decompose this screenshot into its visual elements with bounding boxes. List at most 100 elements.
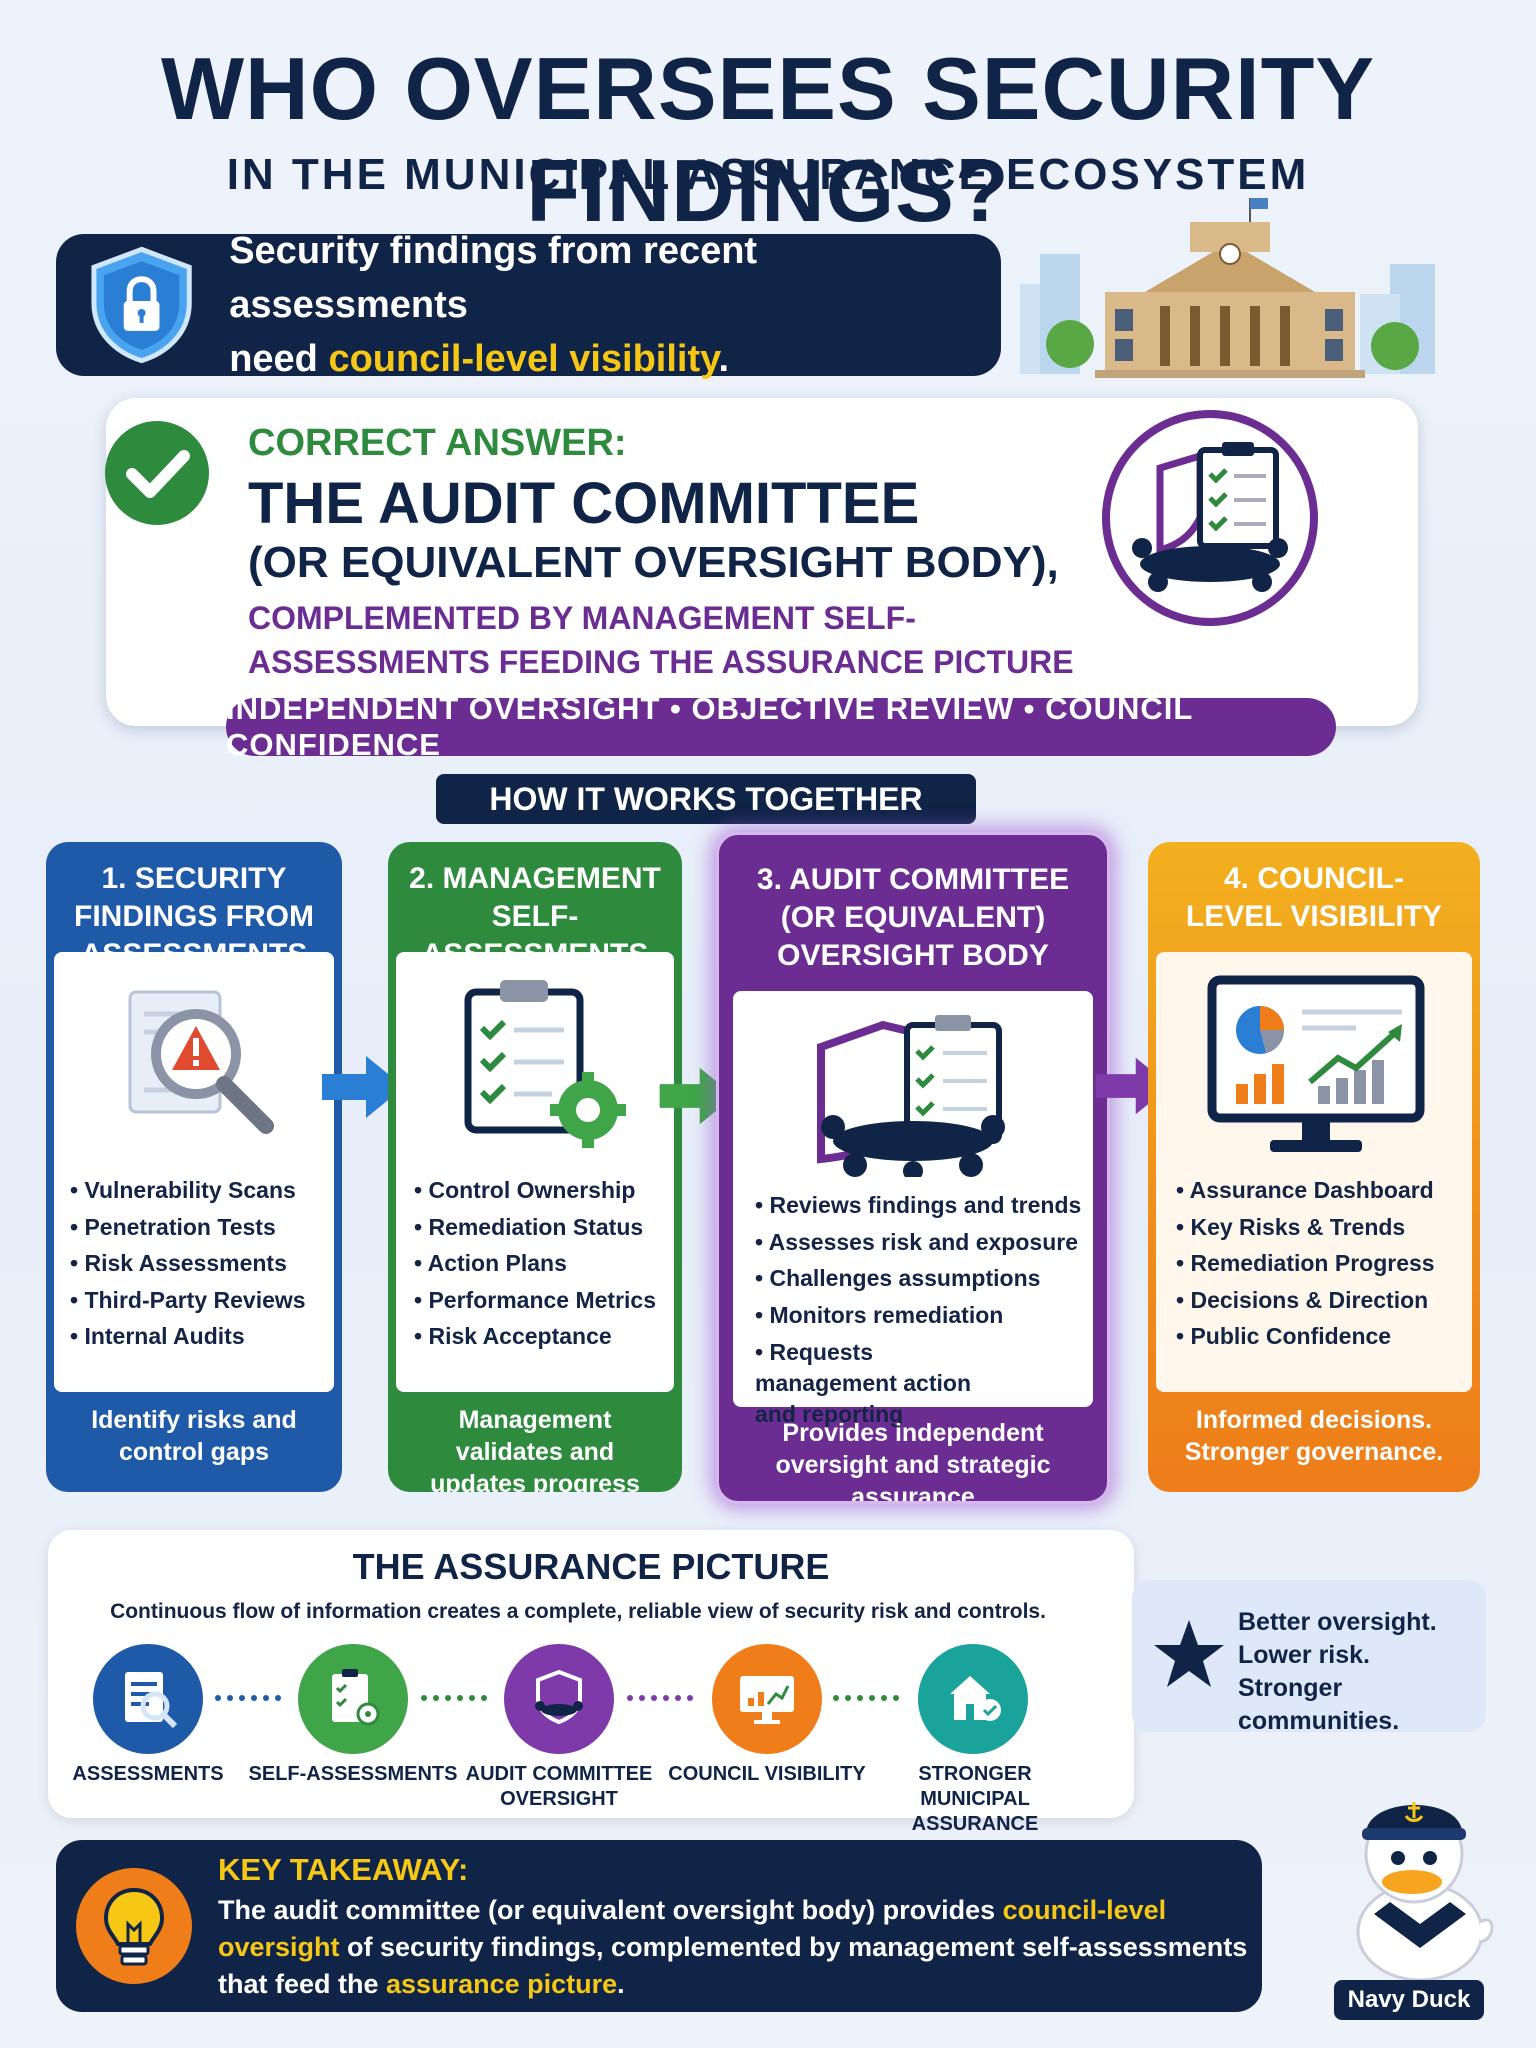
banner-line-1: Security findings from recent assessment… (229, 230, 758, 326)
clipboard-gear-icon (464, 980, 626, 1148)
dotted-connector (833, 1695, 899, 1701)
city-hall-icon (1020, 198, 1435, 378)
dotted-connector (627, 1695, 693, 1701)
card-footer: Provides independent oversight and strat… (775, 1419, 1051, 1504)
step-label: AUDIT COMMITTEE OVERSIGHT (465, 1763, 653, 1810)
takeaway-text: The audit committee (or equivalent overs… (218, 1892, 1248, 2003)
answer-complement: COMPLEMENTED BY MANAGEMENT SELF-ASSESSME… (248, 600, 1074, 680)
list-item: Risk Acceptance (414, 1318, 656, 1355)
list-item: Vulnerability Scans (70, 1172, 306, 1209)
committee-meeting-icon (817, 1015, 1005, 1177)
takeaway-h2: assurance picture (386, 1969, 618, 1999)
banner-line-2: need council-level visibility. (229, 332, 1001, 386)
list-item: Performance Metrics (414, 1282, 656, 1319)
card-council-visibility: 4. COUNCIL-LEVEL VISIBILITY Assurance Da… (1148, 842, 1480, 1492)
takeaway-t1: The audit committee (or equivalent overs… (218, 1895, 1003, 1925)
self-assessment-icon (298, 1644, 408, 1754)
assurance-subtitle: Continuous flow of information creates a… (110, 1600, 1046, 1623)
page-subtitle: IN THE MUNICIPAL ASSURANCE ECOSYSTEM (226, 150, 1310, 199)
benefits-text: Better oversight. Lower risk. Stronger c… (1238, 1606, 1486, 1738)
dotted-connector (215, 1695, 281, 1701)
shield-lock-icon (91, 246, 192, 364)
star-icon (1154, 1620, 1224, 1687)
list-item: Assesses risk and exposure (755, 1224, 1081, 1261)
card-list: Vulnerability Scans Penetration Tests Ri… (70, 1172, 306, 1355)
list-item: Challenges assumptions (755, 1260, 1081, 1297)
answer-main: THE AUDIT COMMITTEE (248, 471, 920, 536)
list-item: Action Plans (414, 1245, 656, 1282)
banner-suffix: . (718, 338, 729, 380)
dotted-connector (421, 1695, 487, 1701)
list-item: Monitors remediation (755, 1297, 1081, 1334)
intro-banner: Security findings from recent assessment… (56, 230, 1001, 380)
card-list: Control Ownership Remediation Status Act… (414, 1172, 656, 1355)
card-title: 2. MANAGEMENT SELF-ASSESSMENTS (409, 862, 661, 971)
list-item: Risk Assessments (70, 1245, 306, 1282)
takeaway-t3: . (617, 1969, 625, 1999)
card-body: Assurance Dashboard Key Risks & Trends R… (1156, 952, 1472, 1392)
correct-answer-panel: CORRECT ANSWER: THE AUDIT COMMITTEE (OR … (105, 398, 1418, 726)
audit-committee-icon (504, 1644, 614, 1754)
how-it-works-header: HOW IT WORKS TOGETHER (436, 774, 976, 824)
lightbulb-icon (76, 1868, 192, 1984)
arrow-right-icon (322, 1056, 404, 1118)
card-footer: Management validates and updates progres… (430, 1406, 640, 1492)
list-item: Third-Party Reviews (70, 1282, 305, 1319)
assurance-picture-panel: THE ASSURANCE PICTURE Continuous flow of… (48, 1530, 1134, 1835)
banner-prefix: need (229, 338, 329, 380)
step-label: STRONGER MUNICIPAL ASSURANCE (911, 1763, 1039, 1835)
list-item: Internal Audits (70, 1318, 306, 1355)
answer-label: CORRECT ANSWER: (248, 422, 627, 464)
card-title: 4. COUNCIL-LEVEL VISIBILITY (1185, 862, 1443, 933)
benefit-line: Lower risk. (1238, 1641, 1370, 1669)
oversight-pill: INDEPENDENT OVERSIGHT • OBJECTIVE REVIEW… (226, 691, 1336, 762)
navy-duck-mascot-icon (1356, 1802, 1494, 1982)
mascot-label: Navy Duck (1334, 1980, 1484, 2020)
list-item: Penetration Tests (70, 1209, 306, 1246)
step-label: COUNCIL VISIBILITY (668, 1763, 866, 1785)
takeaway-label: KEY TAKEAWAY: (218, 1852, 469, 1887)
council-dashboard-icon (712, 1644, 822, 1754)
takeaway-t2: of security findings, complemented by ma… (218, 1932, 1248, 1999)
assurance-title: THE ASSURANCE PICTURE (352, 1546, 830, 1587)
takeaway-h1: council-level oversight (218, 1895, 1167, 1962)
benefits-panel: Better oversight. Lower risk. Stronger c… (1132, 1580, 1486, 1735)
card-body: Reviews findings and trends Assesses ris… (733, 991, 1093, 1427)
card-security-findings: 1. SECURITY FINDINGS FROM ASSESSMENTS Vu… (46, 842, 342, 1492)
check-icon (105, 421, 209, 525)
key-takeaway-panel: KEY TAKEAWAY: The audit committee (or eq… (56, 1840, 1262, 2012)
step-label: ASSESSMENTS (72, 1763, 224, 1785)
list-item: Reviews findings and trends (755, 1187, 1081, 1224)
answer-sub: (OR EQUIVALENT OVERSIGHT BODY), (248, 538, 1059, 587)
card-management-self-assessments: 2. MANAGEMENT SELF-ASSESSMENTS Control O… (388, 842, 682, 1492)
banner-highlight: council-level visibility (328, 338, 719, 380)
list-item: Requests management action and reporting (755, 1337, 1015, 1430)
committee-meeting-icon (1102, 410, 1318, 626)
arrow-right-icon (659, 1067, 735, 1125)
list-item: Control Ownership (414, 1172, 656, 1209)
card-list: Reviews findings and trends Assesses ris… (755, 1187, 1081, 1430)
card-audit-committee: 3. AUDIT COMMITTEE (OR EQUIVALENT) OVERS… (716, 832, 1110, 1504)
step-label: SELF-ASSESSMENTS (248, 1763, 458, 1785)
banner-text: Security findings from recent assessment… (229, 224, 1001, 386)
list-item: Decisions & Direction (1176, 1282, 1435, 1319)
magnifier-warning-icon (128, 990, 274, 1134)
benefit-line: Stronger communities. (1238, 1674, 1400, 1735)
page-title: WHO OVERSEES SECURITY FINDINGS? (160, 39, 1376, 240)
card-body: Vulnerability Scans Penetration Tests Ri… (54, 952, 334, 1392)
card-list: Assurance Dashboard Key Risks & Trends R… (1176, 1172, 1435, 1355)
card-title: 3. AUDIT COMMITTEE (OR EQUIVALENT) OVERS… (756, 863, 1070, 972)
list-item: Key Risks & Trends (1176, 1209, 1435, 1246)
list-item: Public Confidence (1176, 1318, 1435, 1355)
dashboard-monitor-icon (1207, 975, 1425, 1152)
municipal-house-check-icon (918, 1644, 1028, 1754)
benefit-line: Better oversight. (1238, 1608, 1437, 1636)
card-footer: Informed decisions. Stronger governance. (1184, 1406, 1444, 1466)
card-footer: Identify risks and control gaps (91, 1406, 297, 1466)
assessment-doc-icon (93, 1644, 203, 1754)
card-title: 1. SECURITY FINDINGS FROM ASSESSMENTS (74, 862, 314, 971)
list-item: Remediation Status (414, 1209, 656, 1246)
list-item: Assurance Dashboard (1176, 1172, 1435, 1209)
card-body: Control Ownership Remediation Status Act… (396, 952, 674, 1392)
list-item: Remediation Progress (1176, 1245, 1434, 1282)
